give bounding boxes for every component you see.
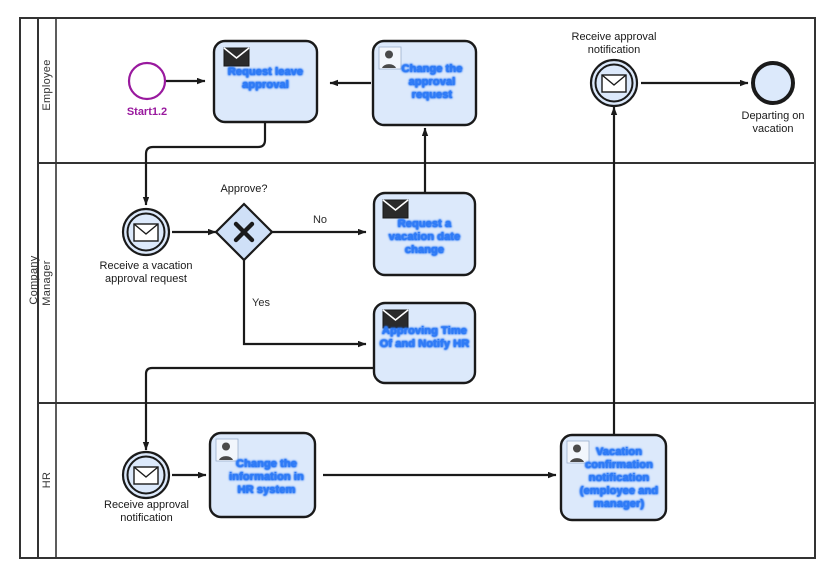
node-employee-receive-approval-notification[interactable] <box>589 58 639 108</box>
flow-request-leave-to-manager-receive <box>142 122 267 206</box>
user-icon <box>378 46 402 70</box>
node-approving-time-of-and-notify-hr[interactable] <box>372 301 477 385</box>
user-icon <box>566 440 590 464</box>
start-event-circle[interactable] <box>127 61 167 101</box>
label-employee-receive-approval-notification: Receive approval notification <box>571 31 657 56</box>
node-change-the-approval-request[interactable] <box>371 39 478 127</box>
envelope-icon <box>133 223 159 242</box>
label-receive-vacation-approval-request: Receive a vacation approval request <box>99 260 193 285</box>
node-receive-vacation-approval-request[interactable] <box>121 207 171 257</box>
node-request-a-vacation-date-change[interactable] <box>372 191 477 277</box>
node-departing-on-vacation[interactable] <box>751 61 795 105</box>
label-start-event: Start1.2 <box>126 106 168 118</box>
user-icon <box>215 438 239 462</box>
label-departing-on-vacation: Departing on vacation <box>741 110 805 135</box>
envelope-icon <box>133 466 159 485</box>
node-start-event[interactable] <box>127 61 167 101</box>
envelope-icon <box>382 199 409 219</box>
lane-label-hr: HR <box>41 471 53 489</box>
flow-label-yes: Yes <box>252 297 270 309</box>
x-icon <box>233 221 255 243</box>
node-change-the-information-in-hr-system[interactable] <box>208 431 317 519</box>
sequence-flows <box>142 77 749 479</box>
node-approve-gateway[interactable] <box>214 202 274 262</box>
envelope-icon <box>223 47 250 67</box>
node-hr-receive-approval-notification[interactable] <box>121 450 171 500</box>
envelope-icon <box>382 309 409 329</box>
pool-label-company: Company <box>28 255 40 305</box>
label-hr-receive-approval-notification: Receive approval notification <box>104 499 189 524</box>
end-event-circle[interactable] <box>751 61 795 105</box>
label-approve-gateway: Approve? <box>220 183 268 195</box>
envelope-icon <box>601 74 627 93</box>
lane-label-employee: Employee <box>41 59 53 111</box>
pool-company <box>19 17 816 559</box>
lane-label-manager: Manager <box>41 260 53 306</box>
pool-border <box>19 17 816 559</box>
flow-label-no: No <box>312 214 328 226</box>
node-request-leave-approval[interactable] <box>212 39 319 124</box>
flow-approving-to-hr-receive <box>142 366 374 451</box>
node-vacation-confirmation-notification[interactable] <box>559 433 668 522</box>
flow-yes-to-approving-time-off <box>242 260 367 348</box>
